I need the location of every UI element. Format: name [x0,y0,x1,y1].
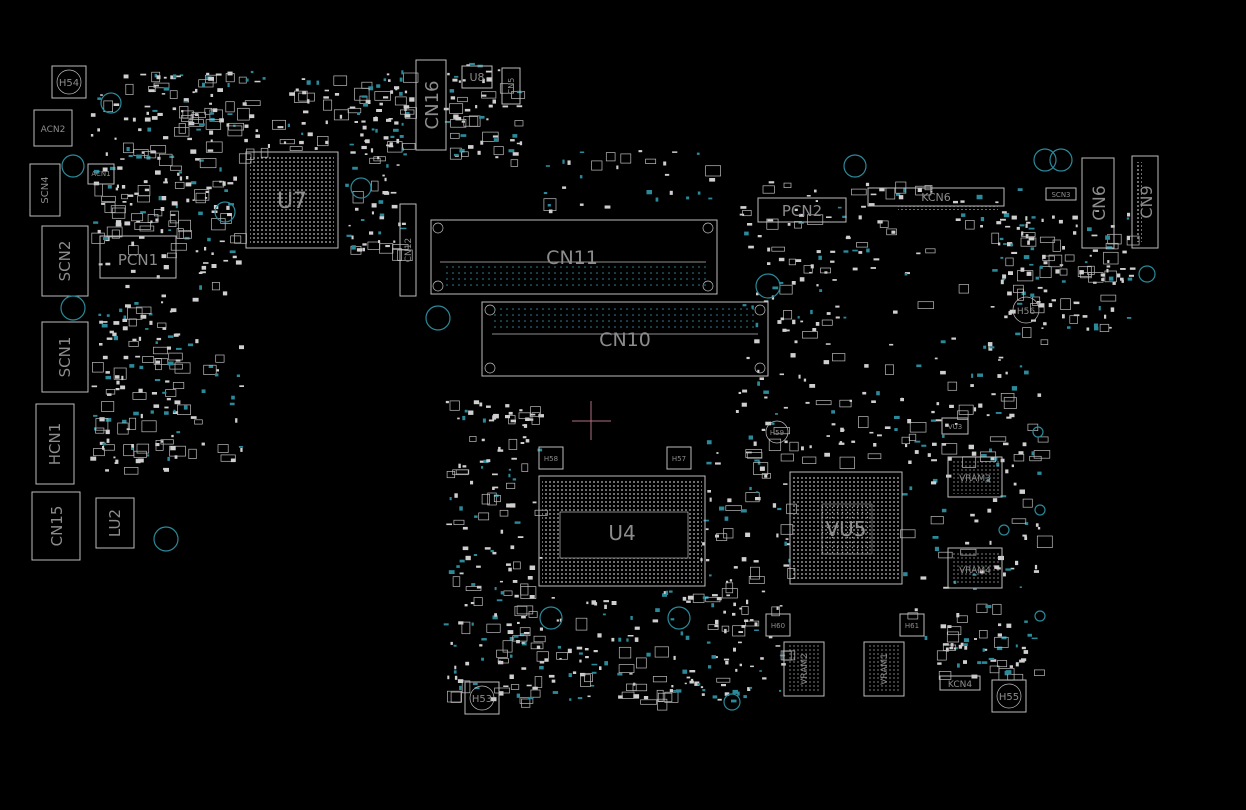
component-cn15[interactable]: CN15 [31,491,81,561]
component-h59[interactable]: H59 [765,420,789,444]
component-vram3[interactable]: VRAM3 [947,456,1003,498]
component-cn16[interactable]: CN16 [415,59,447,151]
mounting-hole [755,273,781,299]
component-scn3[interactable]: SCN3 [1045,187,1077,201]
mounting-hole [350,177,372,199]
component-cn9[interactable]: CN9 [1131,155,1159,249]
component-vram1[interactable]: VRAM1 [863,641,905,697]
mounting-hole [539,606,563,630]
mounting-hole [1138,265,1156,283]
label-lu2: LU2 [106,509,124,537]
component-hcn1[interactable]: HCN1 [35,403,75,485]
component-u7[interactable]: U7 [245,151,339,249]
mounting-hole [1034,504,1046,516]
label-vram3: VRAM3 [959,474,991,484]
label-cn9: CN9 [1137,185,1156,218]
mounting-hole [214,201,236,223]
label-scn1: SCN1 [56,337,74,378]
label-h57: H57 [672,455,686,463]
label-h60: H60 [771,622,785,630]
label-cn16: CN16 [422,81,443,130]
component-h58[interactable]: H58 [538,446,564,470]
label-kcn4: KCN4 [948,680,972,690]
cursor-crosshair [572,401,611,440]
component-acn1[interactable]: ACN1 [87,163,115,185]
label-pcn1: PCN1 [118,251,158,269]
label-cn6: CN6 [1090,185,1110,220]
component-vram2[interactable]: VRAM2 [783,641,825,697]
label-cn5: CN5 [507,78,516,95]
label-h55: H55 [999,692,1019,703]
component-vram4[interactable]: VRAM4 [947,547,1003,589]
label-u8: U8 [469,71,484,84]
label-u4: U4 [608,521,635,545]
mounting-hole [153,526,179,552]
component-pcn1[interactable]: PCN1 [99,235,177,279]
label-acn1: ACN1 [91,170,110,178]
mounting-hole [1032,426,1044,438]
mounting-hole [425,305,451,331]
component-scn1[interactable]: SCN1 [41,321,89,393]
label-h54: H54 [59,78,79,89]
component-u4[interactable]: U4 [538,475,706,587]
component-scn2[interactable]: SCN2 [41,225,89,297]
component-lu2[interactable]: LU2 [95,497,135,549]
label-cn10: CN10 [599,329,651,351]
component-cn10[interactable]: CN10 [481,301,769,377]
label-h59: H59 [770,429,784,437]
label-h53: H53 [472,694,492,705]
mounting-hole [723,693,741,711]
component-h57[interactable]: H57 [666,446,692,470]
component-kcn6[interactable]: KCN6 [867,187,1005,210]
component-cn12[interactable]: CN12 [399,203,417,297]
mounting-hole [100,92,122,114]
label-cn12: CN12 [404,238,414,262]
label-vu5: VU5 [825,517,866,541]
label-vram4: VRAM4 [959,566,991,576]
component-scn4[interactable]: SCN4 [29,163,61,217]
label-h56: H56 [1017,307,1035,317]
mounting-hole [667,606,691,630]
label-acn2: ACN2 [41,125,66,135]
component-kcn4[interactable]: KCN4 [939,675,981,691]
component-cn5[interactable]: CN5 [501,67,521,105]
component-h56[interactable]: H56 [1012,296,1040,324]
label-cn11: CN11 [546,247,598,269]
label-cn15: CN15 [48,506,66,547]
mounting-hole [1033,148,1057,172]
component-pcn2[interactable]: PCN2 [757,197,847,223]
mounting-hole [998,524,1010,536]
component-h55[interactable]: H55 [991,679,1027,713]
label-vram1: VRAM1 [880,653,890,685]
mounting-hole [1034,610,1046,622]
component-h60[interactable]: H60 [765,613,791,637]
label-kcn6: KCN6 [921,191,951,204]
component-acn2[interactable]: ACN2 [33,109,73,147]
component-cn11[interactable]: CN11 [430,219,718,295]
label-vu3: VU3 [948,423,962,431]
component-h61[interactable]: H61 [899,613,925,637]
component-h54[interactable]: H54 [51,65,87,99]
mounting-hole [61,154,85,178]
label-h58: H58 [544,455,558,463]
label-vram2: VRAM2 [800,653,810,685]
small-components-layer [90,62,1140,711]
label-h61: H61 [905,622,919,630]
mounting-hole [1049,148,1073,172]
component-h53[interactable]: H53 [464,681,500,715]
mounting-hole [843,154,867,178]
label-pcn2: PCN2 [782,202,822,220]
label-scn2: SCN2 [56,241,74,282]
component-u8[interactable]: U8 [461,65,493,89]
label-scn4: SCN4 [40,176,51,203]
mounting-hole [60,295,86,321]
component-vu5[interactable]: VU5 [789,471,903,585]
label-scn3: SCN3 [1051,191,1070,199]
label-hcn1: HCN1 [46,423,64,466]
component-cn6[interactable]: CN6 [1081,157,1115,249]
component-vu3[interactable]: VU3 [941,417,969,435]
label-u7: U7 [277,189,307,214]
